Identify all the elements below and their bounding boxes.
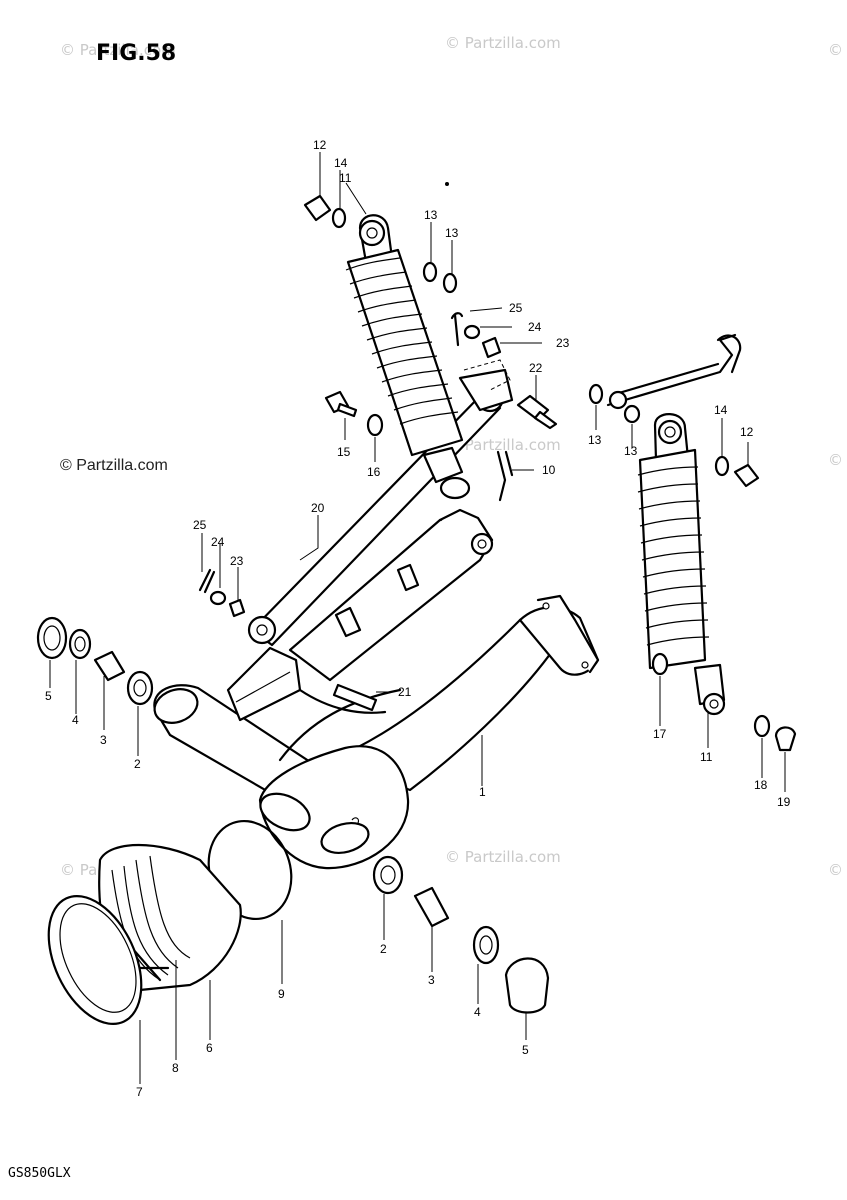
figure-title: FIG.58 [96, 41, 176, 66]
watermark-top-right: © Partzilla.com [828, 41, 847, 59]
callout-25: 25 [193, 518, 207, 532]
callout-13: 13 [445, 226, 459, 240]
callout-24: 24 [528, 320, 542, 334]
callout-24: 24 [211, 535, 225, 549]
callout-13: 13 [624, 444, 638, 458]
callout-11: 11 [700, 750, 713, 764]
callout-12: 12 [740, 425, 754, 439]
callout-6: 6 [206, 1041, 213, 1055]
callout-13: 13 [588, 433, 602, 447]
watermark-lower-right: © Partzilla.com [828, 861, 847, 879]
print-speck [445, 182, 449, 186]
callout-11: 11 [339, 171, 352, 185]
callout-14: 14 [714, 403, 728, 417]
shock-upper-bracket [606, 333, 742, 410]
watermark-lower-center: © Partzilla.com [445, 848, 561, 866]
swing-arm [153, 508, 600, 870]
callout-12: 12 [313, 138, 327, 152]
callout-2: 2 [380, 942, 387, 956]
watermark-middle-center: © Partzilla.com [445, 436, 561, 454]
callout-8: 8 [172, 1061, 179, 1075]
callout-25: 25 [509, 301, 523, 315]
callout-18: 18 [754, 778, 768, 792]
callout-16: 16 [367, 465, 381, 479]
right-shock-absorber [637, 413, 726, 716]
model-code: GS850GLX [8, 1166, 71, 1181]
callout-2: 2 [134, 757, 141, 771]
callout-14: 14 [334, 156, 348, 170]
callout-23: 23 [556, 336, 570, 350]
callout-15: 15 [337, 445, 351, 459]
callout-4: 4 [474, 1005, 481, 1019]
callout-7: 7 [136, 1085, 143, 1099]
callout-5: 5 [522, 1043, 529, 1057]
watermark-top-center: © Partzilla.com [445, 34, 561, 52]
rubber-boot-assembly [47, 819, 293, 1026]
callout-1: 1 [479, 785, 486, 799]
leader-lines [49, 152, 786, 1084]
left-shock-absorber [345, 214, 471, 500]
callout-labels: 12 14 11 13 13 25 24 23 22 15 16 10 20 2… [45, 138, 791, 1099]
callout-9: 9 [278, 987, 285, 1001]
callout-22: 22 [529, 361, 543, 375]
callout-4: 4 [72, 713, 79, 727]
watermark-left-dark: © Partzilla.com [60, 457, 168, 474]
callout-19: 19 [777, 795, 791, 809]
callout-21: 21 [398, 685, 412, 699]
callout-13: 13 [424, 208, 438, 222]
watermark-middle-right: © Partzilla.com [828, 451, 847, 469]
callout-5: 5 [45, 689, 52, 703]
callout-3: 3 [100, 733, 107, 747]
callout-3: 3 [428, 973, 435, 987]
callout-20: 20 [311, 501, 325, 515]
hardware [36, 194, 797, 1014]
callout-17: 17 [653, 727, 667, 741]
callout-23: 23 [230, 554, 244, 568]
callout-10: 10 [542, 463, 556, 477]
watermark-top-left: © Partzilla.com [60, 41, 176, 59]
